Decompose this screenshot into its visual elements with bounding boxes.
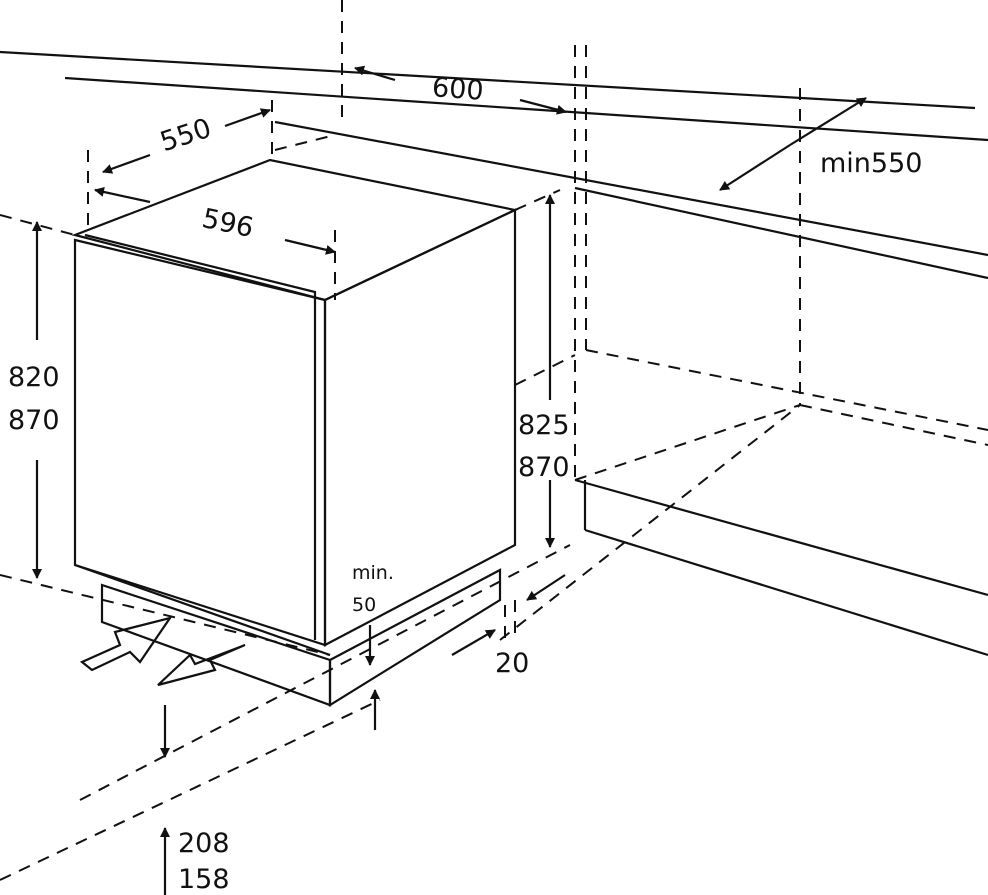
vent-gap-label-value: 50 [352,594,377,616]
front-height-min-label: 820 [8,362,60,393]
side-height-min-label: 825 [518,410,570,441]
niche-depth-label: min550 [820,148,923,179]
plinth-height-max-label: 208 [178,828,230,859]
vent-gap-label-top: min. [352,562,394,584]
dimension-arrows [32,65,867,895]
side-height-max-label: 870 [518,452,570,483]
side-gap-label: 20 [495,648,530,679]
front-height-max-label: 870 [8,405,60,436]
plinth [100,583,332,707]
adjacent-cabinet [574,478,988,657]
fridge [71,158,519,707]
worktop [0,50,988,280]
airflow-in-arrow [79,616,173,672]
niche-width-label: 600 [430,72,485,107]
airflow-out-arrow [157,643,246,687]
plinth-height-min-label: 158 [178,864,230,895]
